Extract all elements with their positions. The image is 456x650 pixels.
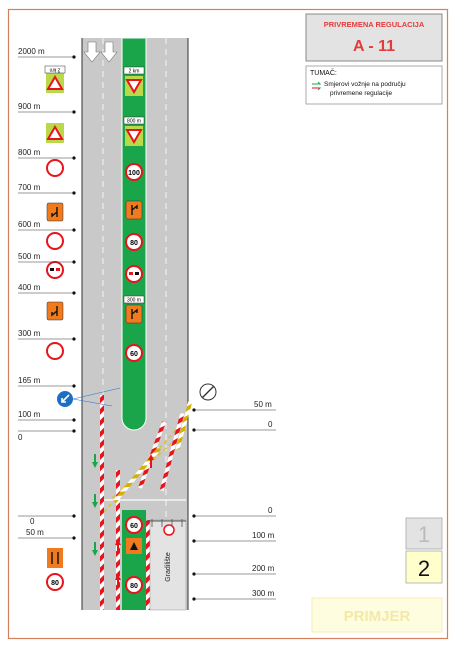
svg-text:800 m: 800 m xyxy=(18,148,41,157)
median-speed-100: 100 xyxy=(125,163,143,181)
legend-line-1: Smjerovi vožnje na području xyxy=(324,81,406,88)
title-box: PRIVREMENA REGULACIJA A - 11 xyxy=(305,13,443,62)
svg-text:50 m: 50 m xyxy=(254,400,272,409)
left-no-overtaking-icon xyxy=(46,261,64,279)
median-speed-60: 60 xyxy=(125,344,143,362)
page-2-box[interactable]: 2 xyxy=(405,550,443,584)
median-speed-80: 80 xyxy=(125,233,143,251)
median-sign-800m: 800 m xyxy=(123,116,145,147)
svg-text:100 m: 100 m xyxy=(252,531,275,540)
sheet-frame xyxy=(7,8,449,640)
title-code: A - 11 xyxy=(353,38,395,55)
left-lane-sign-2 xyxy=(46,301,64,321)
watermark-box: PRIMJER xyxy=(311,597,443,633)
svg-text:50 m: 50 m xyxy=(26,528,44,537)
sign-plate-text: 800 m xyxy=(127,119,141,125)
left-speed-80-bottom: 80 xyxy=(46,573,64,591)
svg-text:80: 80 xyxy=(130,583,138,590)
no-overtaking-icon xyxy=(125,265,143,283)
svg-text:900 m: 900 m xyxy=(18,102,41,111)
page-1-box[interactable]: 1 xyxy=(405,517,443,550)
closed-circle-icon xyxy=(163,524,175,536)
svg-text:1: 1 xyxy=(418,522,430,547)
median-sign-300m: 300 m xyxy=(123,295,145,324)
left-lane-sign xyxy=(46,202,64,222)
right-distance-markers: 50 m 0 0 100 m 200 m 300 m xyxy=(192,400,276,601)
worksite-roadwork-sign xyxy=(126,538,142,554)
svg-text:0: 0 xyxy=(18,433,23,442)
svg-text:700 m: 700 m xyxy=(18,183,41,192)
title-heading: PRIVREMENA REGULACIJA xyxy=(324,20,425,29)
svg-text:200 m: 200 m xyxy=(252,564,275,573)
svg-text:60: 60 xyxy=(130,523,138,530)
direction-arrow-icon xyxy=(83,41,118,63)
svg-text:0: 0 xyxy=(268,420,273,429)
left-speed-60 xyxy=(46,342,64,360)
keep-left-icon xyxy=(57,391,73,407)
svg-text:100: 100 xyxy=(128,170,140,177)
median-lane-sign xyxy=(125,200,143,220)
svg-text:600 m: 600 m xyxy=(18,220,41,229)
legend-title: TUMAČ: xyxy=(310,68,337,77)
svg-text:300 m: 300 m xyxy=(18,329,41,338)
svg-text:500 m: 500 m xyxy=(18,252,41,261)
left-distance-markers: 2000 m 900 m 800 m 700 m 600 m 500 m 400… xyxy=(18,47,76,540)
svg-text:165 m: 165 m xyxy=(18,376,41,385)
sign-plate-text: 300 m xyxy=(127,298,141,304)
svg-text:2000 m: 2000 m xyxy=(18,47,45,56)
sign-plate-text: 2 km xyxy=(129,69,140,75)
hazard-barriers xyxy=(100,395,193,610)
worksite-speed-80: 80 xyxy=(125,576,143,594)
svg-text:80: 80 xyxy=(130,240,138,247)
left-sign-2km: 2 km xyxy=(44,65,66,94)
svg-text:100 m: 100 m xyxy=(18,410,41,419)
left-sign-900m xyxy=(45,122,65,144)
legend-box: TUMAČ: Smjerovi vožnje na području privr… xyxy=(305,65,443,105)
svg-text:0: 0 xyxy=(268,506,273,515)
svg-text:0: 0 xyxy=(30,517,35,526)
svg-text:80: 80 xyxy=(51,580,59,587)
svg-text:2: 2 xyxy=(418,556,430,581)
svg-text:300 m: 300 m xyxy=(252,589,275,598)
watermark-text: PRIMJER xyxy=(344,608,411,625)
median-sign-2km: 2 km xyxy=(123,66,145,97)
left-speed-80 xyxy=(46,232,64,250)
svg-text:2 km: 2 km xyxy=(50,67,61,73)
worksite-speed-60: 60 xyxy=(125,516,143,534)
green-arrow-icon xyxy=(92,454,98,556)
svg-text:400 m: 400 m xyxy=(18,283,41,292)
left-bidirectional-sign xyxy=(47,548,63,568)
svg-text:60: 60 xyxy=(130,351,138,358)
worksite-label: Gradilište xyxy=(165,552,172,582)
legend-line-2: privremene regulacije xyxy=(330,90,393,97)
red-arrow-icon xyxy=(115,454,154,588)
left-speed-100 xyxy=(46,159,64,177)
end-restriction-icon xyxy=(199,383,217,401)
